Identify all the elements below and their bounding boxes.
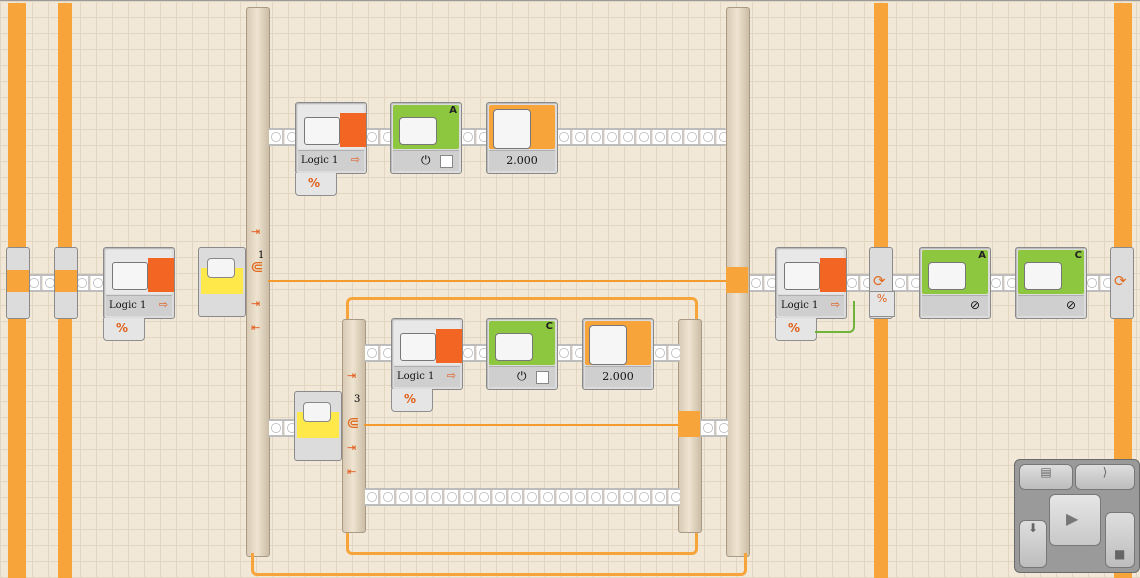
switch-outer-port-3-icon[interactable]: ⇤ — [251, 321, 261, 334]
motor-block-top[interactable]: A ⏻ — [390, 102, 462, 174]
motor-block-right-a[interactable]: A ⊘ — [919, 247, 991, 319]
switch-inner-port-1-icon[interactable]: ⇥ — [347, 369, 357, 382]
motor-icon — [1024, 262, 1062, 290]
switch-outer-port-2-icon[interactable]: ⇥ — [251, 297, 261, 310]
switch-inner-fork-icon[interactable]: ⋐ — [346, 413, 360, 432]
switch-outer-case-count: 1 — [258, 250, 265, 261]
hand-pointer-icon — [207, 258, 235, 278]
logic-block-main[interactable]: Logic 1 ⇨ — [103, 247, 175, 319]
logic-main-label: Logic 1 — [109, 300, 147, 311]
nxt-controller[interactable]: ▤ ⟩ ⬇ ■ ▶ — [1014, 459, 1140, 573]
loop-end-inner-hub[interactable]: % — [869, 291, 895, 317]
switch-inner-left-post[interactable] — [342, 319, 366, 533]
outer-loop-frame-bottom — [251, 553, 747, 576]
wait-block-top[interactable]: 2.000 — [486, 102, 558, 174]
logic-hub-icon: % — [116, 321, 129, 335]
motor-icon — [928, 262, 966, 290]
switch-outer-right-connector — [726, 267, 748, 293]
logic-block-right[interactable]: Logic 1 ⇨ — [775, 247, 847, 319]
loop-start-inner[interactable] — [54, 247, 78, 319]
hourglass-icon — [589, 325, 627, 365]
logic-right-data-hub[interactable]: % — [775, 318, 817, 341]
motor-icon — [399, 117, 437, 145]
motor-right-c-port: C — [1074, 250, 1082, 261]
data-wire-main — [268, 280, 728, 282]
power-icon: ⏻ — [517, 369, 527, 383]
run-selected-button[interactable]: ⟩ — [1075, 464, 1135, 490]
logic-mid-data-hub[interactable]: % — [391, 389, 433, 412]
stop-icon: ⊘ — [969, 298, 980, 312]
power-icon: ⏻ — [421, 153, 431, 167]
cycle-icon: ⟳ — [1114, 272, 1127, 290]
motor-top-port: A — [449, 105, 457, 116]
switch-inner-port-2-icon[interactable]: ⇥ — [347, 441, 357, 454]
sequence-beam-inner-bottom — [364, 488, 680, 506]
briefcase-icon — [112, 262, 148, 290]
data-port-icon[interactable]: ⇨ — [446, 369, 456, 382]
brake-checkbox[interactable] — [536, 371, 549, 384]
cycle-icon: ⟳ — [873, 272, 886, 290]
logic-hub-icon: % — [404, 392, 417, 406]
logic-hub-icon: % — [788, 321, 801, 335]
logic-main-data-hub[interactable]: % — [103, 318, 145, 341]
wait-block-mid[interactable]: 2.000 — [582, 318, 654, 390]
brake-checkbox[interactable] — [440, 155, 453, 168]
data-wire-green — [815, 301, 855, 333]
logic-right-label: Logic 1 — [781, 300, 819, 311]
data-port-icon[interactable]: ⇨ — [350, 153, 360, 166]
download-button[interactable]: ⬇ — [1019, 520, 1047, 568]
data-port-icon[interactable]: ⇨ — [830, 298, 840, 311]
stop-square-icon: ■ — [1114, 547, 1126, 561]
wait-top-value: 2.000 — [506, 154, 538, 167]
download-memory-button[interactable]: ▤ — [1019, 464, 1073, 490]
switch-outer-port-1-icon[interactable]: ⇥ — [251, 225, 261, 238]
stop-icon: ⊘ — [1065, 298, 1076, 312]
hand-pointer-icon — [303, 402, 331, 422]
switch-outer-fork-icon[interactable]: ⋐ — [250, 257, 264, 276]
switch-block-inner[interactable] — [294, 391, 342, 461]
logic-mid-label: Logic 1 — [397, 371, 435, 382]
loop-end-outer[interactable]: ⟳ — [1110, 247, 1134, 319]
switch-inner-port-3-icon[interactable]: ⇤ — [347, 465, 357, 478]
logic-top-label: Logic 1 — [301, 155, 339, 166]
switch-inner-case-count: 3 — [354, 394, 361, 405]
switch-outer-left-post[interactable] — [246, 7, 270, 557]
play-button[interactable]: ▶ — [1049, 494, 1101, 546]
download-icon: ⬇ — [1027, 521, 1039, 535]
logic-block-top[interactable]: Logic 1 ⇨ — [295, 102, 367, 174]
switch-inner-right-connector — [678, 411, 700, 437]
data-wire-inner — [364, 424, 680, 426]
briefcase-icon — [784, 262, 820, 290]
hourglass-icon — [493, 109, 531, 149]
briefcase-icon — [304, 117, 340, 145]
sequence-beam-inner-out — [700, 419, 728, 437]
motor-right-a-port: A — [978, 250, 986, 261]
play-icon: ▶ — [1066, 509, 1079, 528]
motor-mid-port: C — [545, 321, 553, 332]
run-selected-icon: ⟩ — [1102, 465, 1108, 479]
switch-block-outer[interactable] — [198, 247, 246, 317]
memory-icon: ▤ — [1040, 465, 1052, 479]
data-port-icon[interactable]: ⇨ — [158, 298, 168, 311]
motor-icon — [495, 333, 533, 361]
stop-button[interactable]: ■ — [1105, 512, 1135, 568]
logic-block-mid[interactable]: Logic 1 ⇨ — [391, 318, 463, 390]
wait-mid-value: 2.000 — [602, 370, 634, 383]
motor-block-right-c[interactable]: C ⊘ — [1015, 247, 1087, 319]
loop-start-outer[interactable] — [6, 247, 30, 319]
motor-block-mid[interactable]: C ⏻ — [486, 318, 558, 390]
briefcase-icon — [400, 333, 436, 361]
logic-hub-icon: % — [308, 176, 321, 190]
logic-top-data-hub[interactable]: % — [295, 173, 337, 196]
